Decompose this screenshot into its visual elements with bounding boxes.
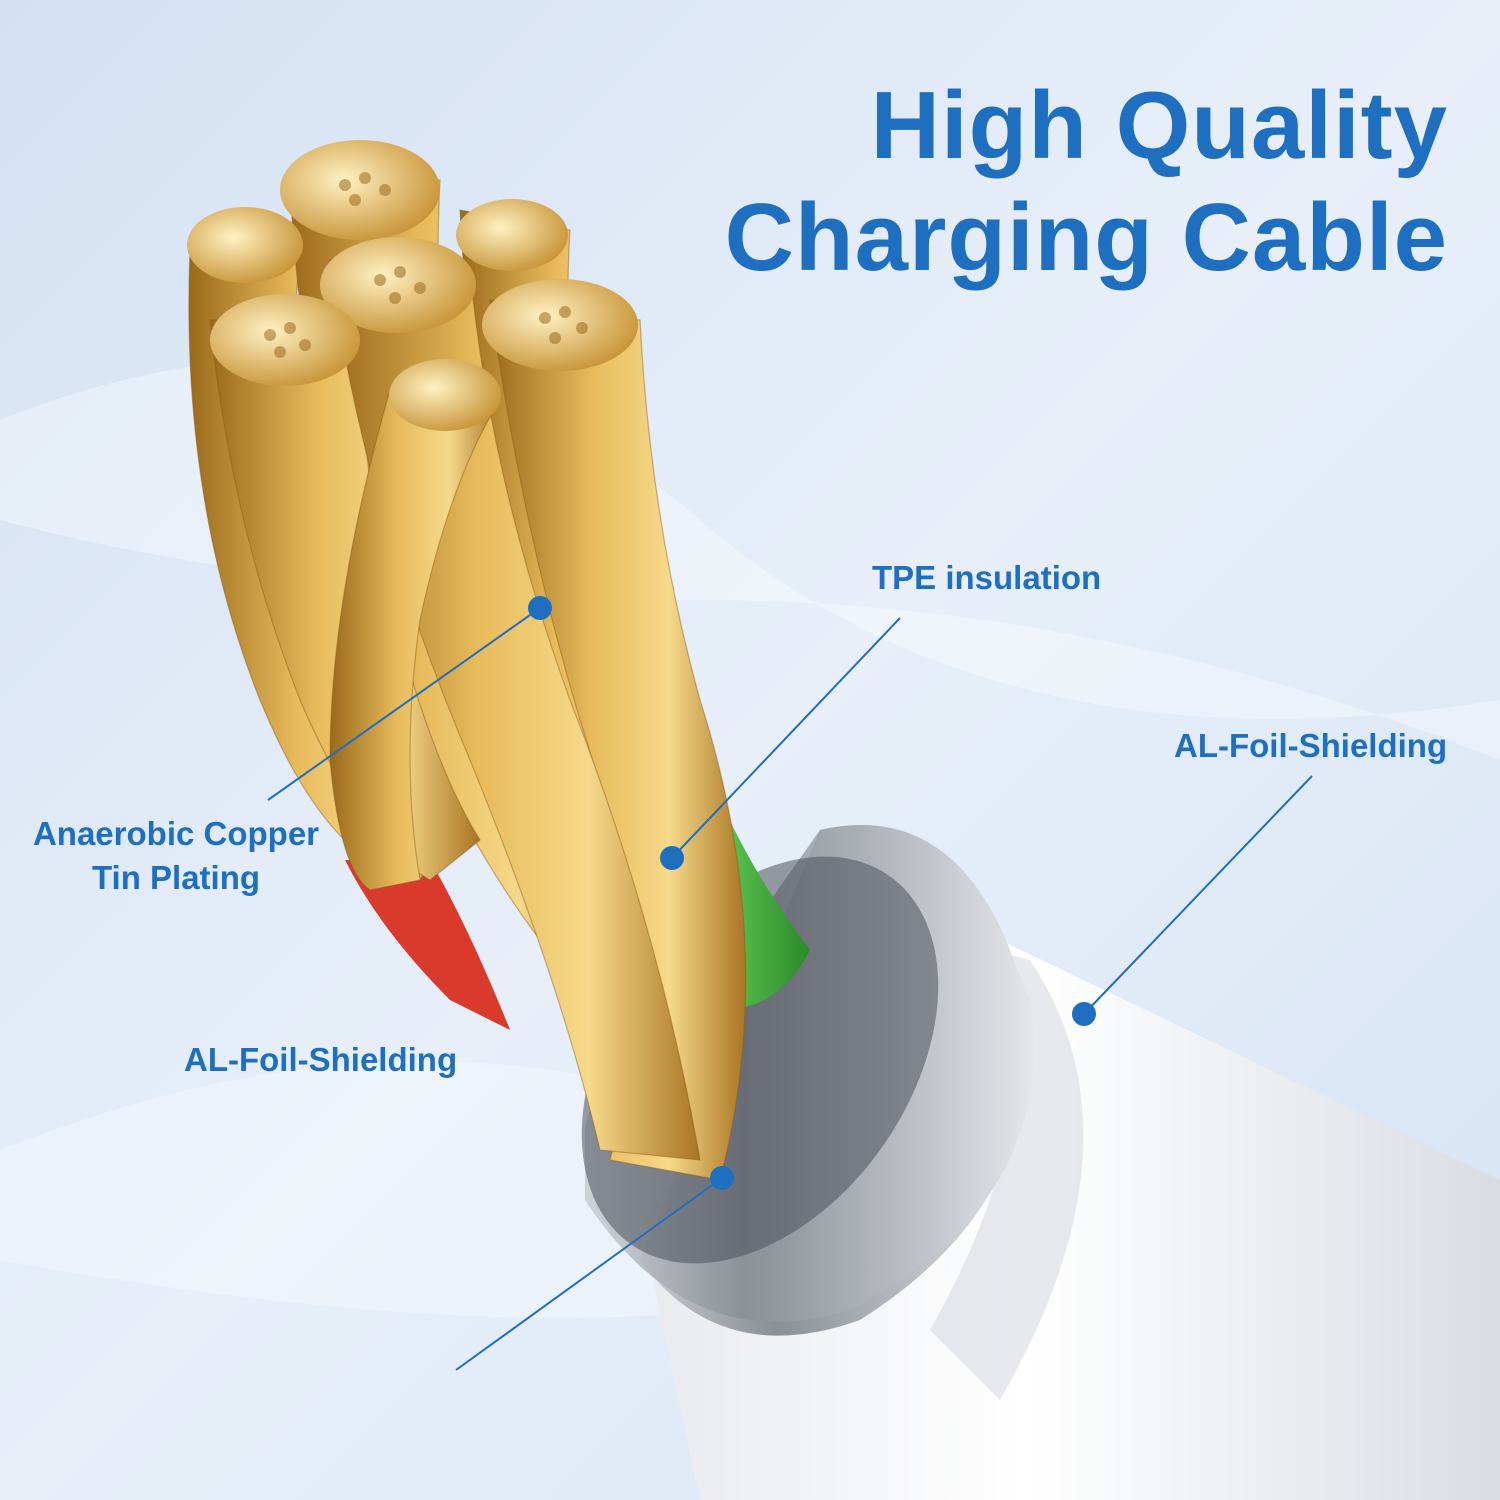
callout-label-copper: Anaerobic Copper Tin Plating [26, 812, 326, 899]
callout-label-foil-bottom: AL-Foil-Shielding [184, 1041, 458, 1078]
callout-dot-foil-bottom [710, 1166, 734, 1190]
callout-label-copper-line1: Anaerobic Copper [32, 815, 320, 852]
callout-label-copper-line2: Tin Plating [91, 858, 261, 896]
callout-label-tpe: TPE insulation [872, 559, 1102, 596]
callout-dot-copper [528, 596, 552, 620]
title-line-2: Charging Cable [724, 184, 1448, 291]
callout-dot-tpe [660, 846, 684, 870]
callout-dot-foil-right [1072, 1002, 1096, 1026]
callout-label-foil-right: AL-Foil-Shielding [1174, 727, 1448, 764]
title-line-1: High Quality [870, 72, 1448, 179]
